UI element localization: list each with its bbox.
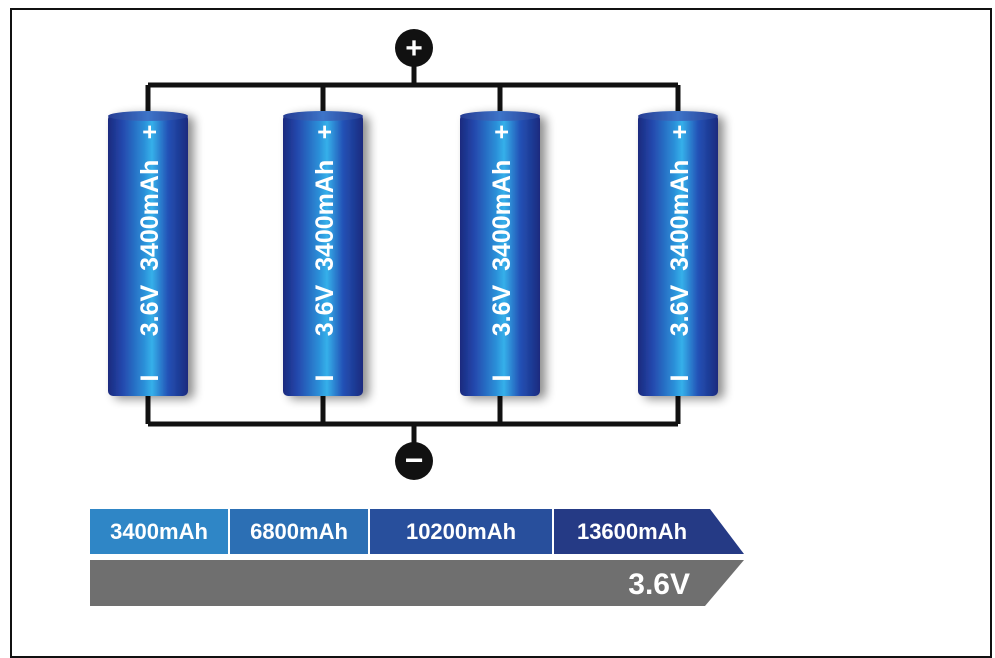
battery-minus-sign: I [666,375,694,382]
battery-body [108,114,188,396]
battery-cap [638,111,718,121]
capacity-segment-2 [230,509,368,554]
battery-minus-sign: I [488,375,516,382]
battery-label: 3.6V 3400mAh [666,160,694,337]
battery-label: 3.6V 3400mAh [311,160,339,337]
battery-plus-sign: + [311,125,339,140]
parallel-battery-diagram: + − + 3.6V 3400mAh I + 3.6V 3400mAh I + … [90,29,744,606]
negative-terminal-sign: − [405,442,424,478]
battery-1: + 3.6V 3400mAh I [108,111,188,396]
battery-cap [108,111,188,121]
battery-body [283,114,363,396]
wiring [145,60,681,446]
battery-label: 3.6V 3400mAh [136,160,164,337]
capacity-segment-1 [90,509,228,554]
positive-terminal-sign: + [405,32,423,65]
battery-cap [460,111,540,121]
battery-label: 3.6V 3400mAh [488,160,516,337]
battery-plus-sign: + [666,125,694,140]
battery-minus-sign: I [311,375,339,382]
battery-3: + 3.6V 3400mAh I [460,111,540,396]
voltage-label: 3.6V [628,568,690,601]
positive-terminal: + [395,29,433,67]
capacity-label-4: 13600mAh [577,519,687,544]
capacity-segment-4 [554,509,744,554]
capacity-label-3: 10200mAh [406,519,516,544]
capacity-bar: 3400mAh 6800mAh 10200mAh 13600mAh [90,509,744,554]
battery-body [460,114,540,396]
battery-minus-sign: I [136,375,164,382]
battery-cap [283,111,363,121]
capacity-label-1: 3400mAh [110,519,208,544]
battery-plus-sign: + [488,125,516,140]
negative-terminal: − [395,442,433,480]
battery-2: + 3.6V 3400mAh I [283,111,363,396]
voltage-bar-shape [90,560,744,606]
capacity-segment-3 [370,509,552,554]
battery-body [638,114,718,396]
voltage-bar: 3.6V [90,560,744,606]
battery-plus-sign: + [136,125,164,140]
capacity-label-2: 6800mAh [250,519,348,544]
battery-4: + 3.6V 3400mAh I [638,111,718,396]
